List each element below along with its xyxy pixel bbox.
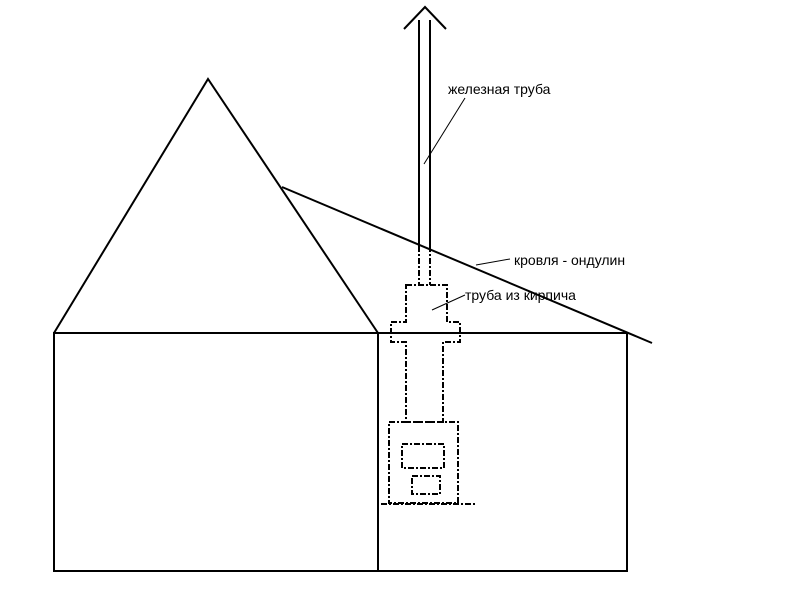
stove-ash-door: [411, 475, 441, 495]
stove-outline: [388, 421, 459, 504]
stove-firebox-door: [401, 443, 445, 469]
sloped-roof-line: [281, 186, 653, 344]
roofing-leader: [475, 258, 511, 266]
left-house-wall: [53, 332, 379, 572]
annotations: железная труба кровля - ондулин труба из…: [448, 81, 625, 303]
brick-pipe-label: труба из кирпича: [465, 287, 576, 303]
iron-pipe-label: железная труба: [448, 81, 551, 97]
leader-lines: [423, 97, 511, 311]
right-extension-wall: [377, 332, 628, 572]
brick-chimney-outline: [390, 284, 461, 423]
right-extension: [281, 186, 653, 572]
iron-pipe: [403, 5, 447, 246]
up-arrow-icon: [403, 5, 447, 30]
hidden-chimney-and-stove: [381, 246, 476, 505]
brick-pipe-leader: [431, 294, 466, 311]
iron-pipe-leader: [423, 97, 466, 165]
left-gable-roof: [53, 77, 379, 334]
roofing-label: кровля - ондулин: [514, 252, 625, 268]
left-house: [53, 77, 379, 572]
